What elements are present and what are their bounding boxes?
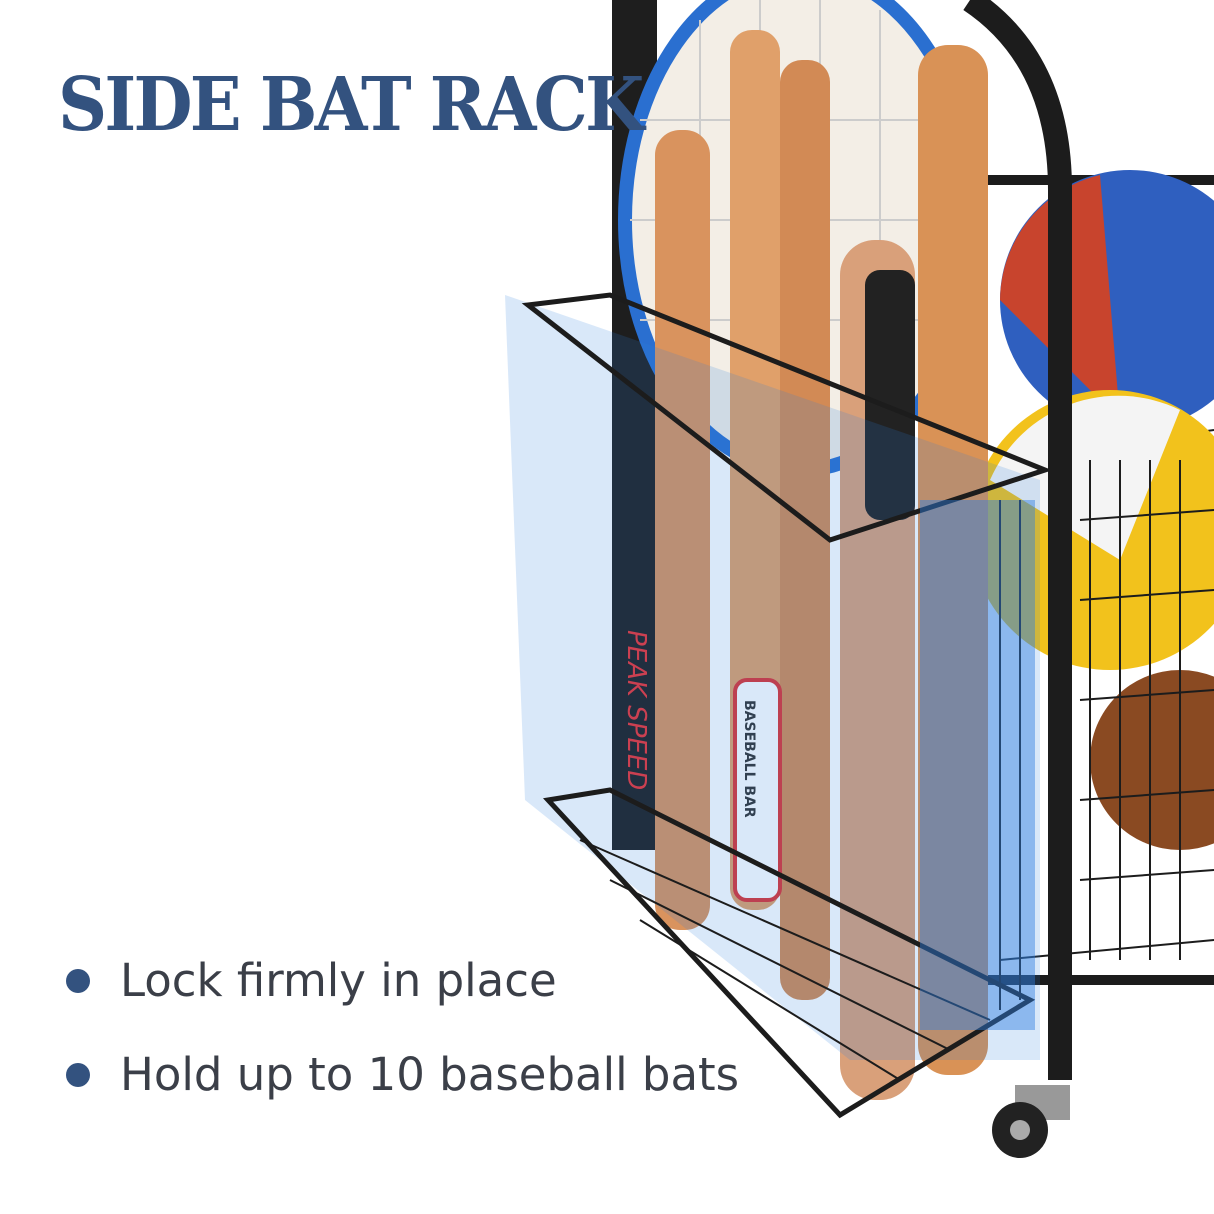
feature-text: Hold up to 10 baseball bats [120,1048,740,1101]
bullet-dot-icon [66,968,90,993]
basketball-lower [1090,670,1214,850]
page-title: SIDE BAT RACK [58,62,644,148]
caster-wheel [992,1085,1070,1158]
feature-text: Lock firmly in place [120,954,557,1007]
baseball-bar-label: BASEBALL BAR [741,700,757,818]
feature-bullet: Lock firmly in place [66,954,557,1007]
peak-speed-label: PEAK SPEED [621,630,651,790]
bat-rack-highlight [505,292,1053,1119]
feature-bullet: Hold up to 10 baseball bats [66,1048,739,1101]
frame-post [963,0,1072,1080]
bullet-dot-icon [66,1062,90,1087]
wire-grid [1079,460,1214,960]
